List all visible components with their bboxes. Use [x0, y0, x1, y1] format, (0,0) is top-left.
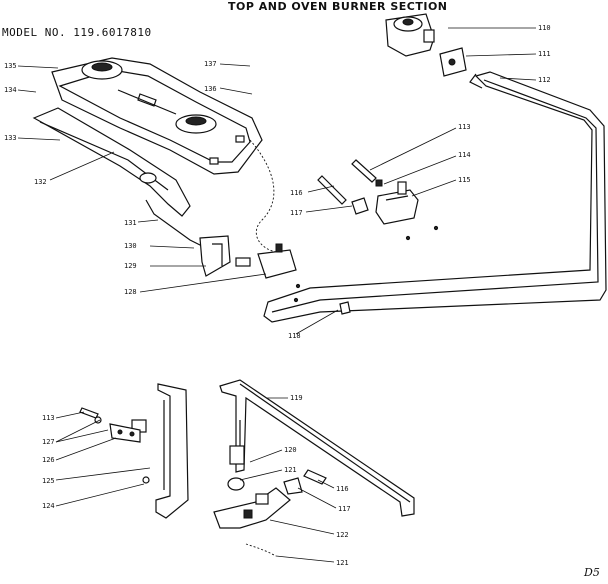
callout-113: 113	[458, 123, 471, 131]
callout-132: 132	[34, 178, 47, 186]
oven-bracket	[109, 383, 189, 519]
callout-130: 130	[124, 242, 137, 250]
callout-116-oven: 116	[336, 485, 349, 493]
burner-valve	[375, 181, 419, 225]
callout-116: 116	[290, 189, 303, 197]
callout-118: 118	[288, 332, 301, 340]
callout-120: 120	[284, 446, 297, 454]
pilot-assembly	[145, 199, 297, 279]
callout-117: 117	[290, 209, 303, 217]
screw-part	[339, 301, 351, 315]
callout-131: 131	[124, 219, 137, 227]
callout-133: 133	[4, 134, 17, 142]
callout-115: 115	[458, 176, 471, 184]
oven-stem	[303, 469, 327, 485]
oven-pilot	[213, 420, 291, 529]
callout-114: 114	[458, 151, 471, 159]
callout-124: 124	[42, 502, 55, 510]
callout-labels: 110 111 112 113 114 115 116 117 118 135 …	[4, 24, 551, 567]
callout-134: 134	[4, 86, 17, 94]
callout-127: 127	[42, 438, 55, 446]
callout-125: 125	[42, 477, 55, 485]
callout-113-oven: 113	[42, 414, 55, 422]
leader-lines	[17, 27, 537, 563]
callout-129: 129	[124, 262, 137, 270]
model-number: MODEL NO. 119.6017810	[2, 26, 152, 39]
small-nut-b	[142, 476, 150, 484]
top-burner-assembly	[51, 57, 263, 175]
manifold-pipe	[263, 71, 607, 323]
callout-121: 121	[284, 466, 297, 474]
page-title: TOP AND OVEN BURNER SECTION	[228, 0, 448, 13]
callout-119: 119	[290, 394, 303, 402]
callout-111: 111	[538, 50, 551, 58]
callout-137: 137	[204, 60, 217, 68]
ignition-wire	[249, 139, 277, 253]
valve-regulator	[385, 13, 435, 57]
bracket	[439, 47, 467, 77]
callout-117-oven: 117	[338, 505, 351, 513]
callout-128: 128	[124, 288, 137, 296]
oven-burner-frame	[219, 379, 415, 517]
callout-112: 112	[538, 76, 551, 84]
orifice-part	[317, 175, 347, 205]
small-pin	[79, 407, 99, 419]
hood-part	[351, 197, 369, 215]
oven-wire	[245, 543, 277, 557]
callout-135: 135	[4, 62, 17, 70]
callout-122: 122	[336, 531, 349, 539]
burner-tube	[32, 107, 191, 217]
callout-126: 126	[42, 456, 55, 464]
callout-121-oven: 121	[336, 559, 349, 567]
callout-110: 110	[538, 24, 551, 32]
valve-stem	[351, 159, 377, 183]
valve-knob-part	[375, 179, 383, 187]
callout-136: 136	[204, 85, 217, 93]
page-number: D5	[584, 566, 600, 579]
oven-hood	[283, 477, 303, 495]
